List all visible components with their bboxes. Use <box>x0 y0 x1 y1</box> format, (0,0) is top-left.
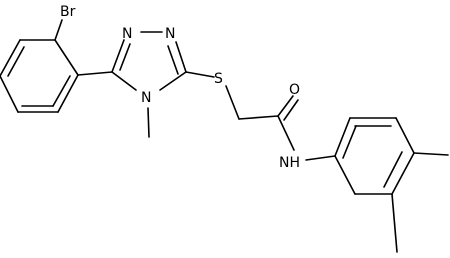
triazole-ring <box>111 31 187 91</box>
double-bond-inner <box>342 125 357 159</box>
bond-ch2-carbonyl <box>238 115 279 120</box>
nitrogen-label: N <box>141 90 151 106</box>
bond <box>159 71 187 91</box>
bond-ring-methyl <box>413 152 449 156</box>
bond-nh-aryl <box>305 155 336 161</box>
bromophenyl-ring <box>0 39 79 113</box>
bond-n-methyl <box>147 107 150 138</box>
bond-phenyl-triazole <box>77 71 113 76</box>
bond <box>111 39 125 73</box>
bond <box>54 39 79 76</box>
bond <box>334 155 356 195</box>
bond <box>175 41 187 73</box>
dimethylphenyl-ring <box>334 117 415 195</box>
sulfur-label: S <box>214 71 223 87</box>
bond-c-s <box>185 71 215 78</box>
bond <box>111 71 137 91</box>
bond-c-o <box>277 95 294 117</box>
bond <box>0 75 19 113</box>
double-bond-inner <box>7 46 25 77</box>
bromine-label: Br <box>60 4 76 20</box>
bond <box>334 117 351 157</box>
amine-nh-label: NH <box>279 155 300 171</box>
bond-s-ch2 <box>225 85 240 120</box>
bond <box>391 152 415 195</box>
bond-c-br <box>54 19 63 41</box>
bond-c-nh <box>277 115 295 151</box>
bond <box>57 74 79 113</box>
bond <box>395 117 415 154</box>
double-bond-inner <box>52 75 71 107</box>
nitrogen-label: N <box>165 26 175 42</box>
double-bond-inner <box>383 151 403 188</box>
double-bond-c-o <box>283 99 299 121</box>
double-bond-inner <box>167 45 179 75</box>
bond-ring-methyl <box>391 193 398 253</box>
oxygen-label: O <box>289 82 300 98</box>
bond <box>0 39 21 77</box>
nitrogen-label: N <box>122 26 132 42</box>
double-bond-inner <box>119 43 131 71</box>
